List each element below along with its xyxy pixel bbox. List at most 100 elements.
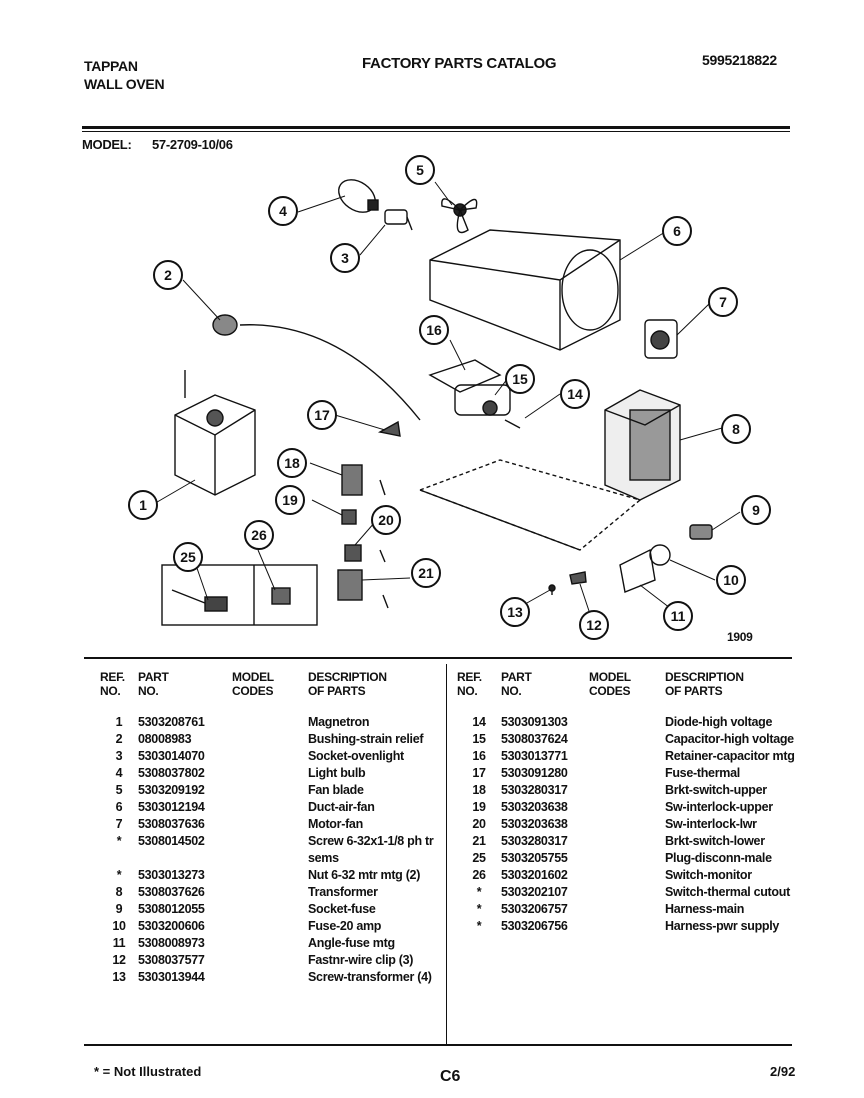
part-number-cell: 5308037802 bbox=[138, 766, 205, 780]
model-codes-cell bbox=[589, 884, 665, 901]
ref-cell: 14 bbox=[472, 715, 486, 729]
ref-cell: 18 bbox=[472, 783, 486, 797]
part-number-cell: 5303013944 bbox=[138, 970, 205, 984]
ref-cell: 5 bbox=[115, 783, 123, 797]
part-number-cell: 5303013273 bbox=[138, 868, 205, 882]
fuse-holder-drawing bbox=[619, 524, 713, 593]
catalog-title: FACTORY PARTS CATALOG bbox=[362, 55, 557, 72]
ref-cell: 1 bbox=[115, 715, 123, 729]
model-codes-cell bbox=[589, 850, 665, 867]
part-number-cell: 5308008973 bbox=[138, 936, 205, 950]
strain-relief-drawing bbox=[212, 314, 421, 421]
header-rule-thin bbox=[82, 131, 790, 132]
ref-cell: 2 bbox=[115, 732, 123, 746]
model-codes-cell bbox=[232, 935, 308, 952]
description-cell: Capacitor-high voltage bbox=[665, 732, 794, 746]
light-bulb-drawing bbox=[338, 179, 379, 213]
part-number-cell: 5303206757 bbox=[501, 902, 568, 916]
product-name: WALL OVEN bbox=[84, 76, 165, 92]
description-cell: Sw-interlock-lwr bbox=[665, 817, 757, 831]
description-cell: Angle-fuse mtg bbox=[308, 936, 395, 950]
description-cell: Bushing-strain relief bbox=[308, 732, 424, 746]
callout-15: 15 bbox=[505, 364, 535, 394]
model-codes-cell bbox=[232, 748, 308, 765]
capacitor-drawing bbox=[428, 359, 521, 429]
part-number-cell: 5303014070 bbox=[138, 749, 205, 763]
model-codes-cell bbox=[232, 731, 308, 748]
description-cell: Brkt-switch-upper bbox=[665, 783, 767, 797]
table-top-rule bbox=[84, 657, 792, 659]
exploded-parts-diagram bbox=[151, 179, 741, 626]
callout-26: 26 bbox=[244, 520, 274, 550]
ref-cell: 8 bbox=[115, 885, 123, 899]
model-codes-cell bbox=[589, 901, 665, 918]
description-cell: Motor-fan bbox=[308, 817, 363, 831]
callout-7: 7 bbox=[708, 287, 738, 317]
revision-date: 2/92 bbox=[770, 1064, 796, 1079]
model-codes-cell bbox=[232, 918, 308, 935]
model-codes-cell bbox=[232, 782, 308, 799]
model-codes-cell bbox=[589, 833, 665, 850]
socket-drawing bbox=[384, 209, 413, 231]
ref-header: REF.NO. bbox=[457, 670, 482, 698]
interlock-switches-drawing bbox=[337, 464, 389, 609]
ref-cell: * bbox=[116, 834, 122, 848]
ref-cell: 11 bbox=[112, 936, 126, 950]
part-number-cell: 5303200606 bbox=[138, 919, 205, 933]
part-number-cell: 5303013771 bbox=[501, 749, 568, 763]
part-number-cell: 5303091303 bbox=[501, 715, 568, 729]
callout-17: 17 bbox=[307, 400, 337, 430]
table-column-divider bbox=[446, 664, 447, 1044]
callout-21: 21 bbox=[411, 558, 441, 588]
ref-cell: * bbox=[476, 919, 482, 933]
model-number: 57-2709-10/06 bbox=[152, 137, 233, 152]
callout-20: 20 bbox=[371, 505, 401, 535]
description-cell: Fuse-thermal bbox=[665, 766, 740, 780]
part-number-cell: 5303280317 bbox=[501, 783, 568, 797]
description-cell: Switch-thermal cutout bbox=[665, 885, 790, 899]
part-number-cell: 5303012194 bbox=[138, 800, 205, 814]
model-codes-cell bbox=[232, 884, 308, 901]
callout-1: 1 bbox=[128, 490, 158, 520]
description-cell: Screw 6-32x1-1/8 ph tr sems bbox=[308, 834, 434, 865]
callout-9: 9 bbox=[741, 495, 771, 525]
callout-11: 11 bbox=[663, 601, 693, 631]
ref-cell: 4 bbox=[115, 766, 123, 780]
part-number-cell: 5303280317 bbox=[501, 834, 568, 848]
description-cell: Fastnr-wire clip (3) bbox=[308, 953, 414, 967]
ref-cell: 21 bbox=[472, 834, 486, 848]
model-codes-cell bbox=[232, 952, 308, 969]
callout-25: 25 bbox=[173, 542, 203, 572]
callout-19: 19 bbox=[275, 485, 305, 515]
ref-cell: 12 bbox=[112, 953, 126, 967]
model-codes-cell bbox=[589, 782, 665, 799]
model-codes-cell bbox=[589, 799, 665, 816]
part-number-cell: 5303208761 bbox=[138, 715, 205, 729]
model-codes-cell bbox=[232, 765, 308, 782]
ref-cell: * bbox=[476, 885, 482, 899]
callout-16: 16 bbox=[419, 315, 449, 345]
callout-8: 8 bbox=[721, 414, 751, 444]
callout-3: 3 bbox=[330, 243, 360, 273]
ref-header: REF.NO. bbox=[100, 670, 125, 698]
callout-6: 6 bbox=[662, 216, 692, 246]
air-duct-drawing bbox=[429, 229, 621, 351]
part-number-cell: 08008983 bbox=[138, 732, 192, 746]
part-number-cell: 5308037636 bbox=[138, 817, 205, 831]
ref-cell: 16 bbox=[472, 749, 486, 763]
description-cell: Retainer-capacitor mtg bbox=[665, 749, 795, 763]
